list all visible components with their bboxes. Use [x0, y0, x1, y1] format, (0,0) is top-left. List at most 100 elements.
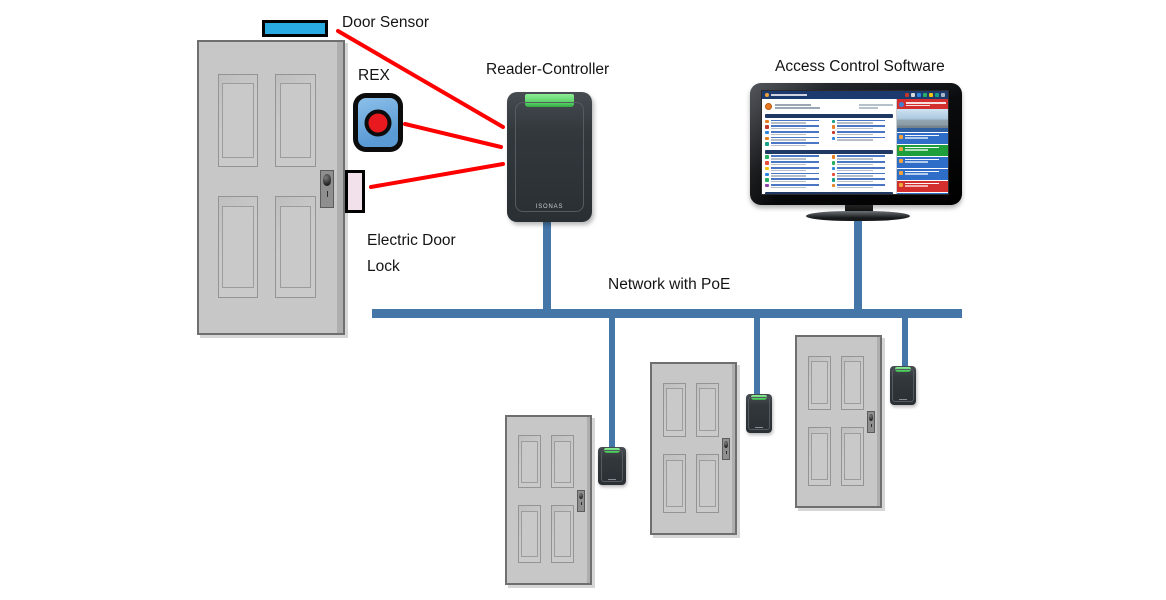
screen-app-logo [765, 103, 772, 110]
sidebar-event-card [897, 181, 948, 192]
screen-list-row [765, 166, 827, 171]
network-label: Network with PoE [608, 276, 731, 293]
screen-list-icon [765, 155, 769, 159]
door-panel [695, 382, 720, 437]
screen-list-row [765, 130, 827, 136]
electric-door-lock-label-line2: Lock [367, 258, 400, 275]
branch-door-2 [650, 362, 737, 535]
door-panel [662, 453, 687, 513]
screen-list-icon [831, 161, 835, 165]
reader-face [514, 102, 585, 212]
monitor [748, 82, 964, 224]
sidebar-event-card [897, 157, 948, 168]
screen-list-icon [831, 130, 835, 135]
door-panel [217, 196, 259, 299]
reader-face [748, 397, 770, 430]
sidebar-event-icon [899, 170, 903, 175]
screen-list-row [831, 130, 894, 136]
screen-list-row [765, 161, 827, 166]
screen-section-header [765, 149, 893, 154]
wire-electric-lock [369, 162, 505, 189]
screen-list-row [831, 178, 894, 183]
screen-list-icon [831, 172, 835, 176]
sidebar-event-card [897, 133, 948, 144]
screen-list-icon [765, 178, 769, 182]
topbar-icon [905, 93, 909, 97]
main-door [197, 40, 345, 335]
screen-main [762, 99, 896, 194]
sidebar-event-icon [899, 134, 903, 139]
screen-list-row [831, 119, 894, 124]
door-panel [550, 504, 575, 564]
door-panel [807, 426, 832, 486]
topbar-icon [911, 93, 915, 97]
screen-main-sections [765, 114, 893, 194]
reader-face [892, 369, 914, 402]
wire-rex [403, 122, 503, 149]
screen-list-icon [765, 119, 769, 123]
screen-list-icon [831, 136, 835, 141]
screen-section-column [765, 119, 827, 148]
branch-door-3 [795, 335, 882, 508]
electric-door-lock-label: Electric Door Lock [367, 228, 456, 280]
network-drop-1 [609, 318, 615, 450]
topbar-icon [935, 93, 939, 97]
door-handle [721, 438, 731, 461]
sidebar-event-card [897, 193, 948, 194]
branch-door-1 [505, 415, 592, 585]
screen-list-icon [765, 130, 769, 135]
topbar-icon [923, 93, 927, 97]
sidebar-event-icon [899, 182, 903, 187]
screen-body [762, 99, 948, 194]
access-control-software-label: Access Control Software [775, 58, 945, 75]
rex-button [353, 93, 403, 152]
door-panel [807, 355, 832, 410]
sidebar-event-icon [899, 158, 903, 163]
screen-list-icon [831, 166, 835, 171]
screen-list-icon [765, 161, 769, 165]
network-drop-2 [754, 318, 760, 396]
screen-list-icon [831, 155, 835, 159]
screen-list-row [831, 125, 894, 130]
screen-list-row [831, 136, 894, 141]
screen-section [765, 149, 894, 190]
screen-list-icon [765, 183, 769, 188]
screen-list-row [831, 183, 894, 189]
screen-list-icon [765, 142, 769, 146]
screen-topbar [762, 91, 948, 99]
screen-sidebar-cards [897, 132, 948, 194]
screen-list-row [765, 125, 827, 130]
door-panel [695, 453, 720, 513]
rex-button-red-dot [364, 109, 392, 136]
screen-section [765, 114, 893, 148]
electric-door-lock [345, 170, 365, 213]
screen-topbar-icons [905, 93, 945, 97]
door-panel [217, 74, 259, 168]
branch-reader-2 [746, 394, 772, 433]
branch-reader-1 [598, 447, 626, 485]
screen-section [765, 191, 893, 194]
screen-list-row [831, 166, 894, 171]
sidebar-event-card [897, 145, 948, 156]
door-panel [662, 382, 687, 437]
screen-section-column [831, 119, 894, 148]
screen-list-icon [765, 166, 769, 171]
door-panel [550, 435, 575, 489]
electric-door-lock-label-line1: Electric Door [367, 232, 456, 249]
door-handle [576, 490, 586, 512]
screen-list-row [765, 183, 827, 189]
screen-list-icon [831, 183, 835, 188]
sidebar-camera-photo [897, 109, 948, 132]
screen-list-row [831, 161, 894, 166]
sidebar-alert-icon [899, 101, 904, 107]
network-bus [372, 309, 962, 318]
rex-label: REX [358, 67, 390, 84]
screen-list-row [765, 172, 827, 177]
screen-list-icon [765, 172, 769, 176]
door-handle [319, 170, 335, 208]
reader-network-cable [543, 220, 551, 312]
screen-list-icon [765, 125, 769, 129]
reader-controller-label: Reader-Controller [486, 61, 610, 78]
topbar-icon [941, 93, 945, 97]
